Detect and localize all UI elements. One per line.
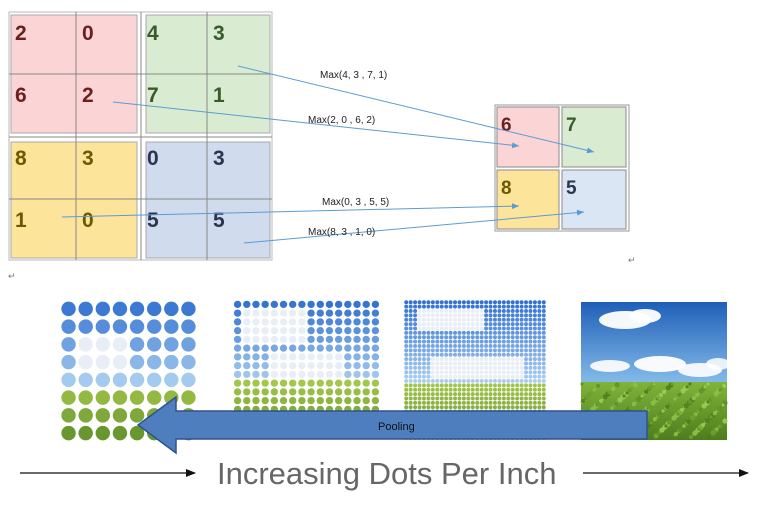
max-arrows (61, 65, 595, 244)
input-cell-2-1: 3 (82, 147, 94, 170)
output-cell-0: 6 (501, 115, 512, 136)
input-cell-0-1: 0 (82, 22, 94, 45)
input-cell-1-2: 7 (147, 84, 159, 107)
output-cell-3: 5 (566, 178, 577, 199)
input-cell-0-0: 2 (15, 22, 27, 45)
output-matrix: 6 7 8 5 (494, 104, 630, 232)
annotation-max-red: Max(2, 0 , 6, 2) (308, 115, 375, 126)
input-cell-3-2: 5 (147, 209, 159, 232)
input-cell-2-3: 3 (213, 147, 225, 170)
input-cell-2-0: 8 (15, 147, 27, 170)
paragraph-mark-2: ↵ (628, 255, 636, 265)
arrow-yellow (61, 203, 520, 218)
arrow-red (112, 101, 520, 149)
input-cell-0-3: 3 (213, 22, 225, 45)
paragraph-mark-1: ↵ (8, 271, 16, 281)
annotation-max-yellow: Max(8, 3 , 1, 0) (308, 227, 375, 238)
input-cell-3-1: 0 (82, 209, 94, 232)
input-cell-0-2: 4 (147, 22, 159, 45)
dpi-axis: Increasing Dots Per Inch (20, 456, 749, 491)
arrow-blue (243, 209, 585, 244)
input-cell-1-1: 2 (82, 84, 94, 107)
dpi-label: Increasing Dots Per Inch (217, 456, 556, 491)
quadrant-yellow (10, 141, 138, 259)
input-cell-3-3: 5 (213, 209, 225, 232)
annotation-max-green: Max(4, 3 , 7, 1) (320, 70, 387, 81)
input-matrix: 2 0 4 3 6 2 7 1 8 3 0 3 1 0 5 5 (8, 11, 273, 261)
arrow-green (237, 65, 595, 154)
input-cell-3-0: 1 (15, 209, 27, 232)
input-cell-2-2: 0 (147, 147, 159, 170)
output-cell-1: 7 (566, 115, 577, 136)
input-cell-1-3: 1 (213, 84, 225, 107)
pooling-label: Pooling (378, 421, 415, 433)
input-cell-1-0: 6 (15, 84, 27, 107)
annotation-max-blue: Max(0, 3 , 5, 5) (322, 197, 389, 208)
output-cell-2: 8 (501, 178, 512, 199)
pooling-arrow: Pooling (136, 395, 648, 455)
quadrant-blue (145, 141, 271, 259)
